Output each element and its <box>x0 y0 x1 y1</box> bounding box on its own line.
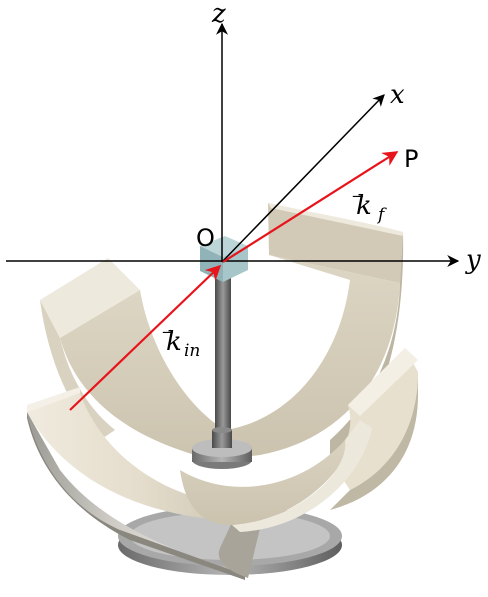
k-f-vector <box>222 151 399 263</box>
svg-text:k: k <box>166 327 182 357</box>
k-f-label: → k f <box>352 189 387 225</box>
k-in-label: → k in <box>162 325 200 361</box>
k-in-vector <box>69 264 222 411</box>
origin-label: O <box>196 224 215 252</box>
x-axis-label: x <box>390 80 405 110</box>
y-axis-label: y <box>465 245 481 275</box>
wave-vectors <box>69 151 399 411</box>
svg-text:→: → <box>352 189 364 205</box>
svg-text:→: → <box>162 325 174 341</box>
x-axis <box>221 94 385 263</box>
point-p-label: P <box>404 145 418 173</box>
svg-text:k: k <box>356 191 372 221</box>
back-left-shell <box>40 258 245 465</box>
z-axis-label: z <box>211 0 226 29</box>
front-right-shell <box>180 420 372 532</box>
svg-text:f: f <box>376 205 387 225</box>
svg-text:in: in <box>184 341 200 361</box>
coordinate-axes <box>6 22 460 267</box>
sample-rod <box>192 270 252 469</box>
